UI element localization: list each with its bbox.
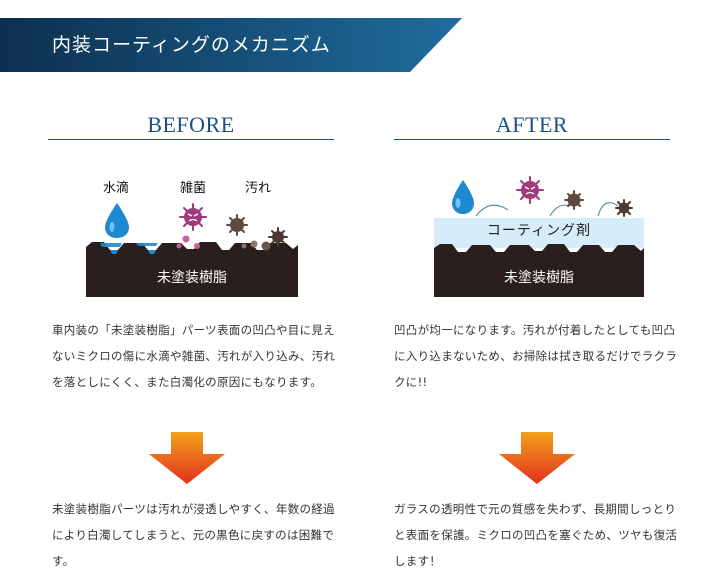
bacteria-particle bbox=[182, 235, 190, 243]
before-down-arrow-icon bbox=[149, 432, 225, 484]
after-result-paragraph: ガラスの透明性で元の質感を失わず、長期間しっとりと表面を保護。ミクロの凹凸を塞ぐ… bbox=[394, 502, 678, 568]
bounce-arc bbox=[475, 204, 509, 217]
after-divider bbox=[394, 139, 670, 140]
coating-label: コーティング剤 bbox=[486, 223, 592, 239]
page-title: 内装コーティングのメカニズム bbox=[52, 34, 331, 56]
bacteria-icon bbox=[516, 176, 544, 204]
coating-layer bbox=[434, 218, 644, 248]
bacteria-icon bbox=[179, 203, 207, 231]
bacteria-label: 雑菌 bbox=[180, 181, 207, 196]
dirt-label: 汚れ bbox=[245, 181, 272, 196]
water-label: 水滴 bbox=[103, 181, 130, 196]
water-in-gap bbox=[148, 250, 156, 254]
after-resin-label: 未塗装樹脂 bbox=[504, 270, 574, 286]
dirt-particle bbox=[241, 243, 247, 249]
header-banner bbox=[0, 18, 462, 72]
after-down-arrow-icon bbox=[499, 432, 575, 484]
after-heading: AFTER bbox=[495, 112, 569, 137]
dirt-icon bbox=[615, 199, 633, 217]
water-drop-icon bbox=[452, 180, 474, 214]
bounce-arc bbox=[549, 204, 571, 217]
water-in-gap bbox=[136, 243, 158, 246]
before-resin-label: 未塗装樹脂 bbox=[157, 270, 227, 286]
before-paragraph: 車内装の「未塗装樹脂」パーツ表面の凹凸や目に見えないミクロの傷に水滴や雑菌、汚れ… bbox=[52, 323, 336, 389]
dirt-particle bbox=[250, 240, 258, 248]
after-paragraph: 凹凸が均一になります。汚れが付着したとしても凹凸に入り込まないため、お掃除は拭き… bbox=[394, 323, 678, 389]
bacteria-particle bbox=[176, 243, 182, 249]
before-result-paragraph: 未塗装樹脂パーツは汚れが浸透しやすく、年数の経過により白濁してしまうと、元の黒色… bbox=[52, 502, 335, 568]
after-illustration bbox=[434, 176, 644, 297]
dirt-icon bbox=[226, 214, 248, 236]
bacteria-particle bbox=[194, 243, 200, 249]
water-in-gap bbox=[100, 243, 122, 247]
bounce-arc bbox=[597, 202, 619, 217]
before-divider bbox=[48, 139, 334, 140]
water-drop-icon bbox=[105, 203, 129, 238]
dirt-particle bbox=[261, 241, 271, 251]
dirt-icon bbox=[268, 227, 288, 247]
after-resin-block bbox=[434, 244, 644, 297]
before-heading: BEFORE bbox=[147, 112, 235, 137]
dirt-icon bbox=[564, 190, 584, 210]
water-in-gap bbox=[110, 250, 118, 254]
before-illustration bbox=[86, 203, 298, 297]
before-resin-block bbox=[86, 242, 298, 297]
